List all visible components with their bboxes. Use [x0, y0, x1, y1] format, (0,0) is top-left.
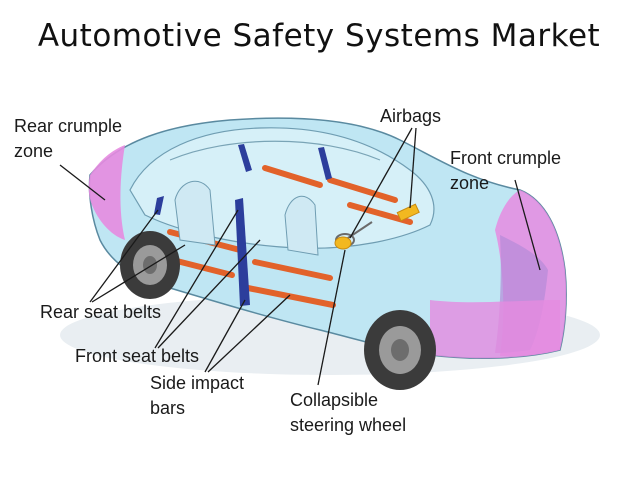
leader-front-belt-1	[154, 209, 239, 349]
label-rear-crumple-zone-line2: zone	[14, 141, 54, 161]
front-bumper	[430, 300, 560, 359]
label-front-crumple-zone: Front crumple zone	[450, 146, 561, 196]
side-impact-bar	[245, 285, 336, 308]
pillar-belt	[318, 147, 332, 180]
airbag-dashboard	[396, 203, 420, 222]
front-hub-center	[391, 339, 409, 361]
side-impact-bar	[327, 177, 398, 203]
leader-airbags-2	[409, 127, 417, 209]
label-front-crumple-zone-line1: Front crumple	[450, 148, 562, 168]
side-impact-bar	[252, 259, 333, 281]
leader-front-crumple	[514, 179, 541, 271]
label-side-impact-bars-line2: bars	[150, 398, 186, 418]
label-collapsible-steering-wheel: Collapsible steering wheel	[290, 388, 406, 438]
leader-rear-crumple	[59, 164, 106, 201]
seat-belts	[154, 144, 332, 306]
side-impact-bar	[262, 165, 323, 188]
label-front-crumple-zone-line2: zone	[450, 173, 490, 193]
airbag-steering	[334, 236, 352, 250]
leader-side-impact-2	[207, 294, 291, 373]
label-side-impact-bars-line1: Side impact	[150, 373, 245, 393]
leader-front-belt-2	[157, 239, 261, 349]
label-collapsible-steering-wheel-line2: steering wheel	[290, 415, 407, 435]
label-rear-crumple-zone: Rear crumple zone	[14, 114, 122, 164]
steering-column	[344, 221, 373, 241]
front-seat-belt-b	[238, 144, 252, 172]
page-title: Automotive Safety Systems Market	[37, 18, 601, 54]
rear-seat	[174, 180, 216, 246]
rear-seat-belt	[154, 196, 164, 215]
label-airbags: Airbags	[380, 106, 442, 126]
front-seat-belt	[235, 198, 250, 306]
leader-lines	[59, 127, 541, 386]
label-collapsible-steering-wheel-line1: Collapsible	[290, 390, 379, 410]
label-front-seat-belts: Front seat belts	[75, 346, 200, 366]
leader-airbags-1	[349, 127, 413, 239]
leader-steering	[317, 249, 346, 386]
label-side-impact-bars: Side impact bars	[150, 371, 244, 421]
leader-rear-belt-2	[91, 244, 186, 303]
leader-side-impact-1	[204, 299, 246, 373]
label-rear-crumple-zone-line1: Rear crumple	[14, 116, 123, 136]
front-seat	[284, 195, 319, 256]
rear-hub-center	[143, 256, 157, 274]
roof-line	[169, 140, 381, 161]
rear-crumple-zone	[88, 145, 125, 240]
rear-wheel	[120, 231, 180, 299]
leader-rear-belt-1	[89, 209, 159, 303]
front-wheel	[364, 310, 436, 390]
label-rear-seat-belts: Rear seat belts	[40, 302, 162, 322]
